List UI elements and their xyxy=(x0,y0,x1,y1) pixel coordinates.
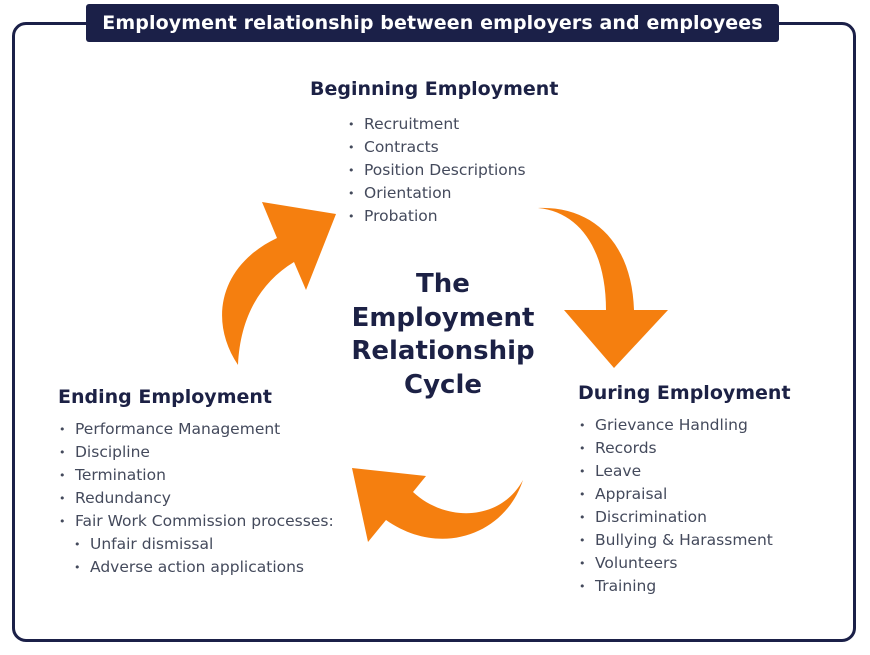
list-item: Redundancy xyxy=(59,487,334,510)
list-item: Discrimination xyxy=(579,506,773,529)
cycle-center-label: The Employment Relationship Cycle xyxy=(338,268,548,402)
list-item: Position Descriptions xyxy=(348,159,526,182)
heading-ending-employment: Ending Employment xyxy=(58,386,272,408)
list-item: Recruitment xyxy=(348,113,526,136)
heading-beginning-employment: Beginning Employment xyxy=(310,78,559,100)
list-item: Probation xyxy=(348,205,526,228)
center-line: The xyxy=(416,269,470,299)
list-item: Volunteers xyxy=(579,552,773,575)
list-item: Discipline xyxy=(59,441,334,464)
list-item: Records xyxy=(579,437,773,460)
arrow-during-to-ending xyxy=(352,468,523,542)
center-line: Employment xyxy=(351,302,535,333)
list-item: Performance Management xyxy=(59,418,334,441)
list-beginning-employment: Recruitment Contracts Position Descripti… xyxy=(348,113,526,228)
list-item: Fair Work Commission processes: xyxy=(59,510,334,533)
list-item: Termination xyxy=(59,464,334,487)
center-line: Cycle xyxy=(404,369,482,400)
list-item: Orientation xyxy=(348,182,526,205)
list-item: Leave xyxy=(579,460,773,483)
arrow-ending-to-beginning xyxy=(222,202,336,365)
list-during-employment: Grievance Handling Records Leave Apprais… xyxy=(579,414,773,598)
arrow-beginning-to-during xyxy=(538,207,668,368)
list-item: Appraisal xyxy=(579,483,773,506)
list-sub-item: Unfair dismissal xyxy=(74,533,334,556)
list-item: Grievance Handling xyxy=(579,414,773,437)
center-line: Relationship xyxy=(351,336,535,366)
list-sub-item: Adverse action applications xyxy=(74,556,334,579)
list-item: Training xyxy=(579,575,773,598)
list-item: Contracts xyxy=(348,136,526,159)
heading-during-employment: During Employment xyxy=(578,382,791,404)
diagram-title: Employment relationship between employer… xyxy=(86,4,779,42)
list-ending-employment: Performance Management Discipline Termin… xyxy=(59,418,334,579)
list-item: Bullying & Harassment xyxy=(579,529,773,552)
